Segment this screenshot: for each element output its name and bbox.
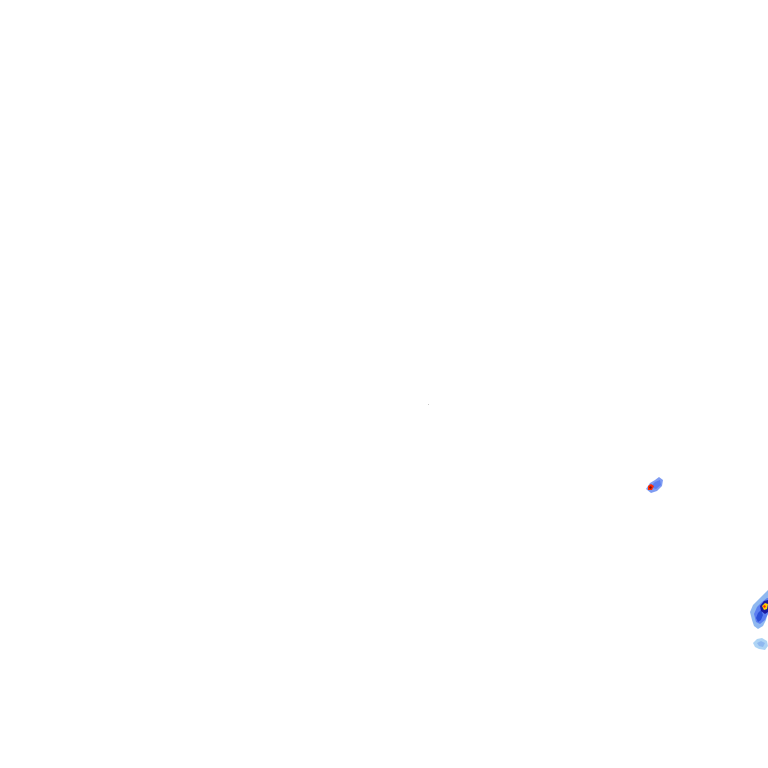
precip-intense bbox=[763, 605, 766, 608]
precipitation-cell-east bbox=[646, 477, 663, 493]
precipitation-cell-southeast bbox=[750, 590, 768, 629]
radar-speck bbox=[428, 404, 429, 405]
precipitation-cell-southeast-trail bbox=[753, 638, 768, 650]
precip-light bbox=[757, 641, 765, 647]
precip-heavy bbox=[756, 610, 763, 622]
precip-core bbox=[649, 486, 652, 489]
